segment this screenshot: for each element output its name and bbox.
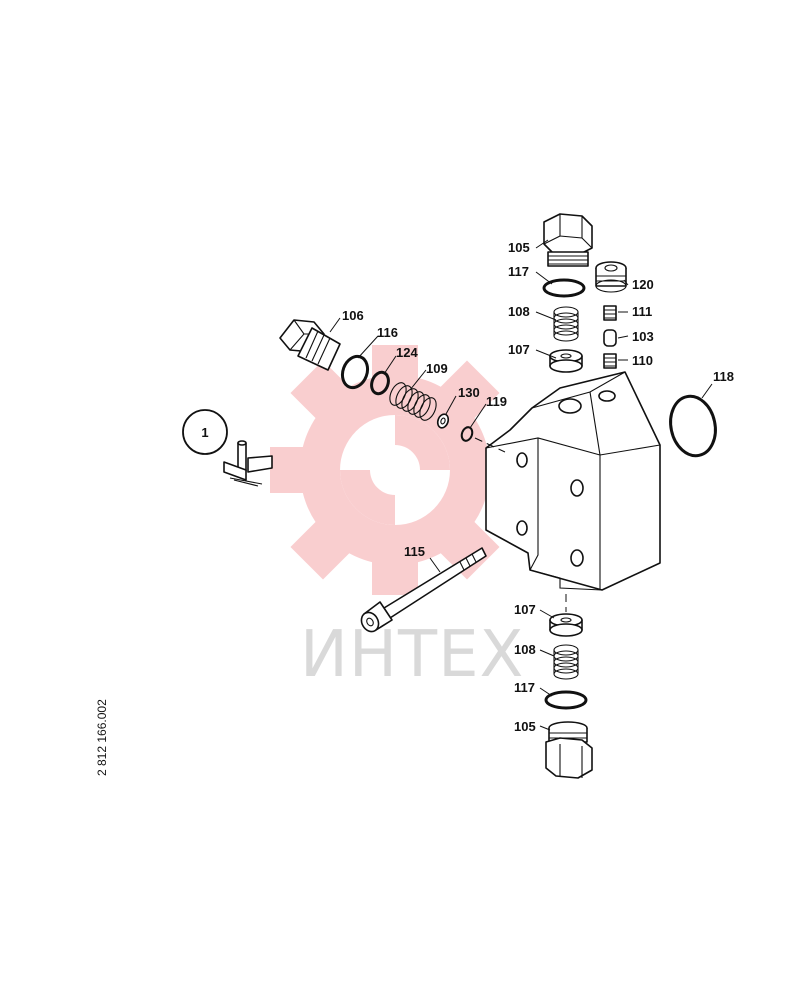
label-105-top: 105 bbox=[508, 240, 530, 255]
o-ring-117-bottom bbox=[544, 690, 588, 710]
label-117-top: 117 bbox=[508, 264, 529, 279]
label-110: 110 bbox=[632, 353, 653, 368]
plug-106 bbox=[279, 319, 341, 371]
label-107-top: 107 bbox=[508, 342, 530, 357]
spring-111 bbox=[603, 305, 617, 321]
bolt-115 bbox=[360, 547, 487, 633]
label-107-bottom: 107 bbox=[514, 602, 536, 617]
disc-130 bbox=[436, 413, 450, 429]
o-ring-119 bbox=[460, 426, 474, 442]
spring-109 bbox=[389, 382, 437, 421]
label-111: 111 bbox=[632, 304, 652, 319]
callout-labels: 105 117 108 107 120 111 103 110 118 106 … bbox=[342, 240, 734, 734]
label-115: 115 bbox=[404, 544, 425, 559]
valve-block-housing bbox=[485, 371, 661, 591]
o-ring-118 bbox=[669, 394, 717, 458]
label-108-top: 108 bbox=[508, 304, 530, 319]
label-119: 119 bbox=[486, 394, 507, 409]
view-marker: 1 bbox=[182, 409, 228, 455]
spring-110 bbox=[603, 353, 617, 369]
label-109: 109 bbox=[426, 361, 448, 376]
plug-120 bbox=[595, 261, 627, 293]
svg-text:1: 1 bbox=[201, 425, 208, 440]
label-103: 103 bbox=[632, 329, 654, 344]
o-ring-116 bbox=[340, 354, 370, 390]
label-108-bottom: 108 bbox=[514, 642, 536, 657]
assembly-axis-left bbox=[474, 437, 506, 453]
watermark-text: ИНТЕХ bbox=[300, 618, 524, 692]
o-ring-124 bbox=[370, 370, 390, 396]
plug-105-top bbox=[543, 213, 593, 267]
leader-lines bbox=[329, 239, 713, 731]
spring-108-bottom bbox=[553, 644, 579, 680]
label-118: 118 bbox=[713, 369, 734, 384]
label-105-bottom: 105 bbox=[514, 719, 536, 734]
label-117-bottom: 117 bbox=[514, 680, 535, 695]
spring-108-top bbox=[553, 306, 579, 342]
document-number: 2 812 166.002 bbox=[95, 699, 109, 776]
pin-clip-sketch bbox=[223, 440, 273, 487]
plug-105-bottom bbox=[545, 721, 593, 779]
pin-103 bbox=[603, 329, 617, 347]
label-116: 116 bbox=[377, 325, 398, 340]
seat-107-top bbox=[549, 349, 583, 373]
seat-107-bottom bbox=[549, 613, 583, 637]
label-106: 106 bbox=[342, 308, 364, 323]
label-124: 124 bbox=[396, 345, 418, 360]
label-120: 120 bbox=[632, 277, 654, 292]
o-ring-117-top bbox=[542, 278, 586, 298]
label-130: 130 bbox=[458, 385, 480, 400]
